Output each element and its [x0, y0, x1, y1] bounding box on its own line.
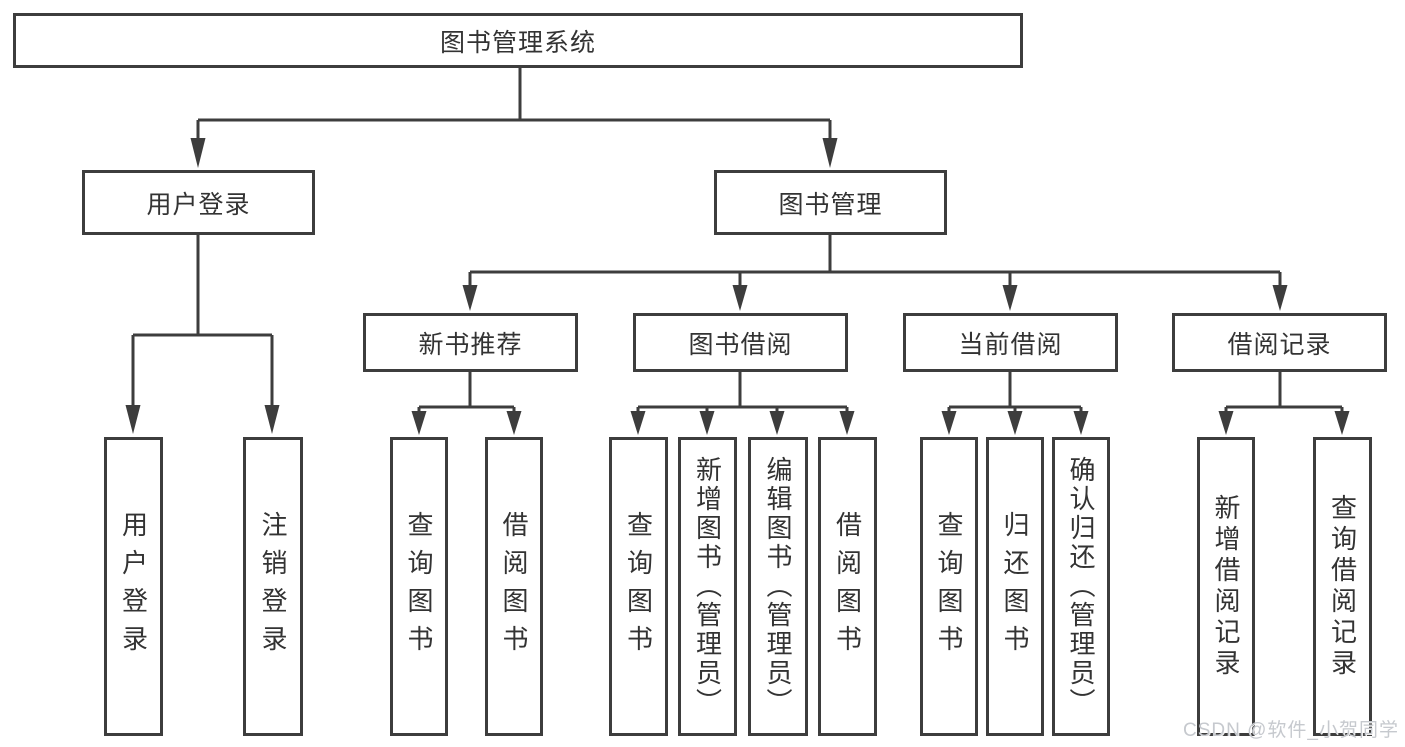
leaf-confirm-return-admin: 确认归还（管理员）	[1052, 437, 1110, 736]
leaf-label: 借阅图书	[832, 510, 863, 663]
connector-path	[131, 68, 1344, 413]
csdn-watermark: CSDN @软件_小贺同学	[1183, 720, 1399, 741]
node-user-login: 用户登录	[82, 170, 315, 235]
leaf-borrow-books-2: 借阅图书	[818, 437, 877, 736]
leaf-add-borrow-record: 新增借阅记录	[1197, 437, 1255, 736]
leaf-query-borrow-record: 查询借阅记录	[1313, 437, 1372, 736]
leaf-label: 新增借阅记录	[1211, 493, 1241, 680]
node-root: 图书管理系统	[13, 13, 1023, 68]
leaf-label: 查询借阅记录	[1327, 493, 1358, 680]
node-borrowing-records: 借阅记录	[1172, 313, 1387, 372]
leaf-label: 新增图书（管理员）	[692, 456, 723, 717]
leaf-label: 编辑图书（管理员）	[763, 456, 793, 717]
node-book-management: 图书管理	[714, 170, 947, 235]
leaf-query-books-1: 查询图书	[390, 437, 448, 736]
leaf-label: 归还图书	[1000, 510, 1030, 663]
leaf-return-books: 归还图书	[986, 437, 1044, 736]
arrowheads	[125, 138, 1350, 435]
leaf-query-books-3: 查询图书	[920, 437, 978, 736]
node-current-borrowing: 当前借阅	[903, 313, 1118, 372]
leaf-logout: 注销登录	[243, 437, 303, 736]
leaf-add-books-admin: 新增图书（管理员）	[678, 437, 737, 736]
leaf-borrow-books-1: 借阅图书	[485, 437, 543, 736]
leaf-edit-books-admin: 编辑图书（管理员）	[748, 437, 808, 736]
leaf-user-login: 用户登录	[104, 437, 163, 736]
leaf-label: 确认归还（管理员）	[1066, 456, 1096, 717]
leaf-label: 注销登录	[258, 510, 288, 663]
leaf-label: 借阅图书	[499, 510, 529, 663]
leaf-label: 查询图书	[623, 510, 654, 663]
leaf-label: 查询图书	[934, 510, 964, 663]
node-book-borrowing: 图书借阅	[633, 313, 848, 372]
leaf-label: 查询图书	[404, 510, 434, 663]
leaf-query-books-2: 查询图书	[609, 437, 668, 736]
leaf-label: 用户登录	[118, 510, 149, 663]
node-new-book-recommend: 新书推荐	[363, 313, 578, 372]
